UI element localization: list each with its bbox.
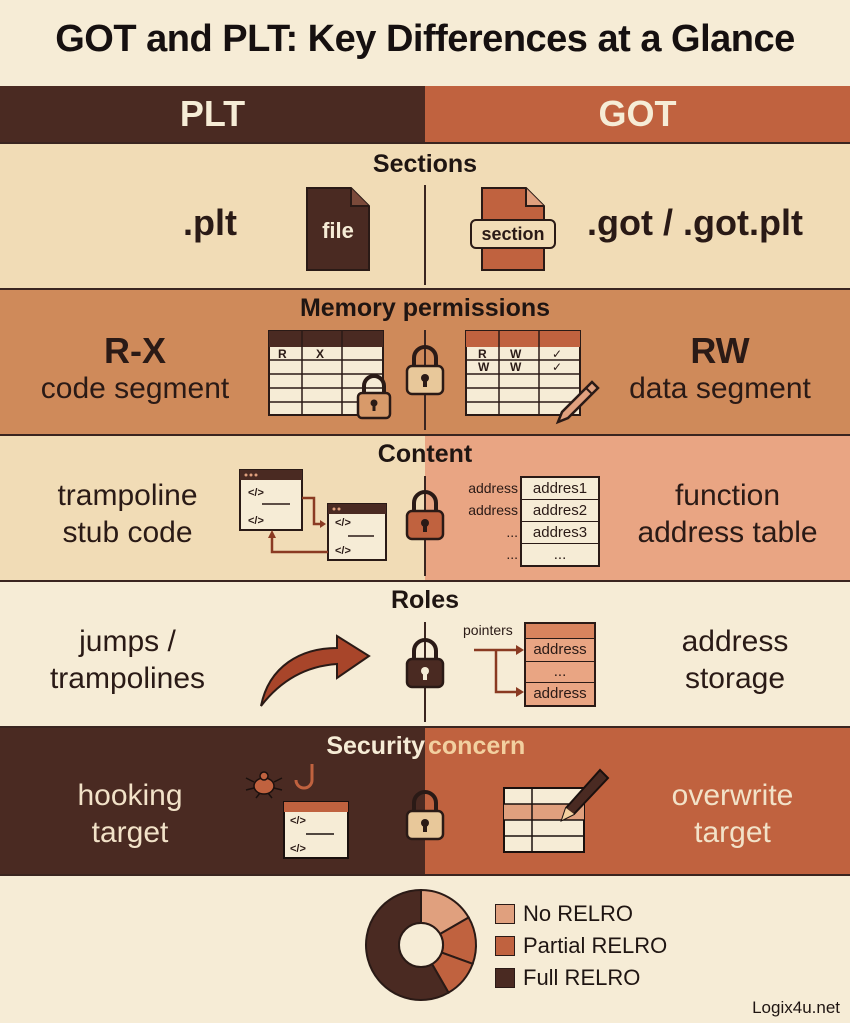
got-section-name: .got / .got.plt [587, 202, 803, 243]
legend-label-partial-relro: Partial RELRO [523, 933, 668, 958]
permissions-title: Memory permissions [299, 294, 551, 322]
site-credit: Logix4u.net [752, 998, 840, 1017]
plt-column-header: PLT [0, 86, 425, 142]
plt-section-name: .plt [183, 202, 237, 243]
stub-code-icon [239, 469, 387, 561]
address-storage-icon: address ... address [524, 622, 596, 707]
lock-icon [356, 374, 392, 420]
donut-hole [398, 922, 444, 968]
pencil-icon [555, 380, 600, 425]
plt-role: jumps /trampolines [49, 625, 206, 695]
lock-icon [405, 790, 445, 841]
permission-table-icon [268, 330, 384, 416]
file-icon-label: file [322, 218, 354, 243]
security-title-b: concern [428, 732, 526, 760]
file-icon [306, 187, 370, 271]
legend-swatch-no-relro [495, 904, 515, 924]
plt-segment: code segment [40, 372, 230, 405]
legend-swatch-full-relro [495, 968, 515, 988]
curved-arrow-icon [260, 634, 371, 707]
security-band-right [425, 726, 850, 874]
legend-label-full-relro: Full RELRO [523, 965, 641, 990]
overwrite-table-icon [503, 768, 610, 853]
section-icon-label: section [470, 219, 556, 249]
sections-title: Sections [372, 150, 478, 178]
content-band-right [425, 434, 850, 580]
pointers-label: pointers [463, 622, 513, 638]
legend-swatch-partial-relro [495, 936, 515, 956]
got-permission: RW [690, 330, 750, 371]
relro-donut-chart [365, 888, 477, 1001]
security-title-a: Security [326, 732, 425, 760]
lock-icon [405, 345, 445, 396]
lock-icon [405, 638, 445, 689]
got-column-header: GOT [425, 86, 850, 142]
address-table-keys: address address ... ... [468, 480, 518, 562]
roles-title: Roles [390, 586, 460, 614]
content-title: Content [377, 440, 473, 468]
hook-bug-icon [245, 764, 349, 859]
center-divider [424, 185, 426, 285]
permission-table-icon [465, 330, 581, 416]
got-segment: data segment [629, 372, 811, 405]
address-table-icon: addres1 addres2 addres3 ... [520, 476, 600, 567]
pointer-arrows-icon [474, 645, 524, 697]
page-title: GOT and PLT: Key Differences at a Glance [55, 18, 795, 60]
legend-label-no-relro: No RELRO [523, 901, 634, 926]
plt-permission: R-X [104, 330, 166, 371]
lock-icon [405, 490, 445, 541]
security-band-left [0, 726, 425, 874]
